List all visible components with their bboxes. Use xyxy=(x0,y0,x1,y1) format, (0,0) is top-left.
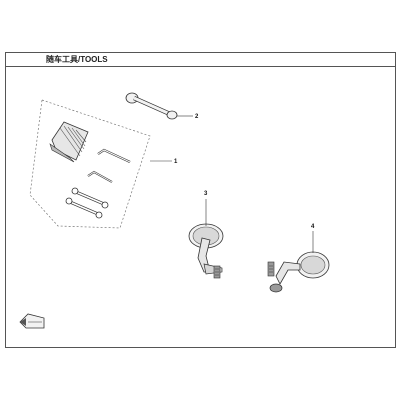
wrench-upper-icon xyxy=(71,187,109,209)
mirror-right-icon xyxy=(267,251,330,293)
hex-key-small-icon xyxy=(87,170,113,183)
tool-pouch-icon xyxy=(49,121,89,163)
callout-3-label: 3 xyxy=(204,191,208,197)
mirror-right-group: 4 xyxy=(267,224,330,293)
pin-part-group: 2 xyxy=(125,92,199,120)
diagram-title: 随车工具/TOOLS xyxy=(46,55,108,64)
mirror-left-icon xyxy=(188,223,224,279)
tool-kit-group: 1 xyxy=(29,99,178,229)
mirror-left-group: 3 xyxy=(188,191,224,279)
pin-icon xyxy=(125,92,178,120)
wrench-lower-icon xyxy=(65,197,103,219)
callout-2-label: 2 xyxy=(195,114,199,120)
callout-4-label: 4 xyxy=(311,224,315,230)
front-direction-arrow-icon xyxy=(19,313,45,329)
callout-1-label: 1 xyxy=(174,159,178,165)
hex-key-large-icon xyxy=(97,148,131,163)
tool-kit-boundary xyxy=(29,99,151,229)
diagram-frame: 随车工具/TOOLS xyxy=(5,52,396,348)
title-bar: 随车工具/TOOLS xyxy=(6,53,395,67)
